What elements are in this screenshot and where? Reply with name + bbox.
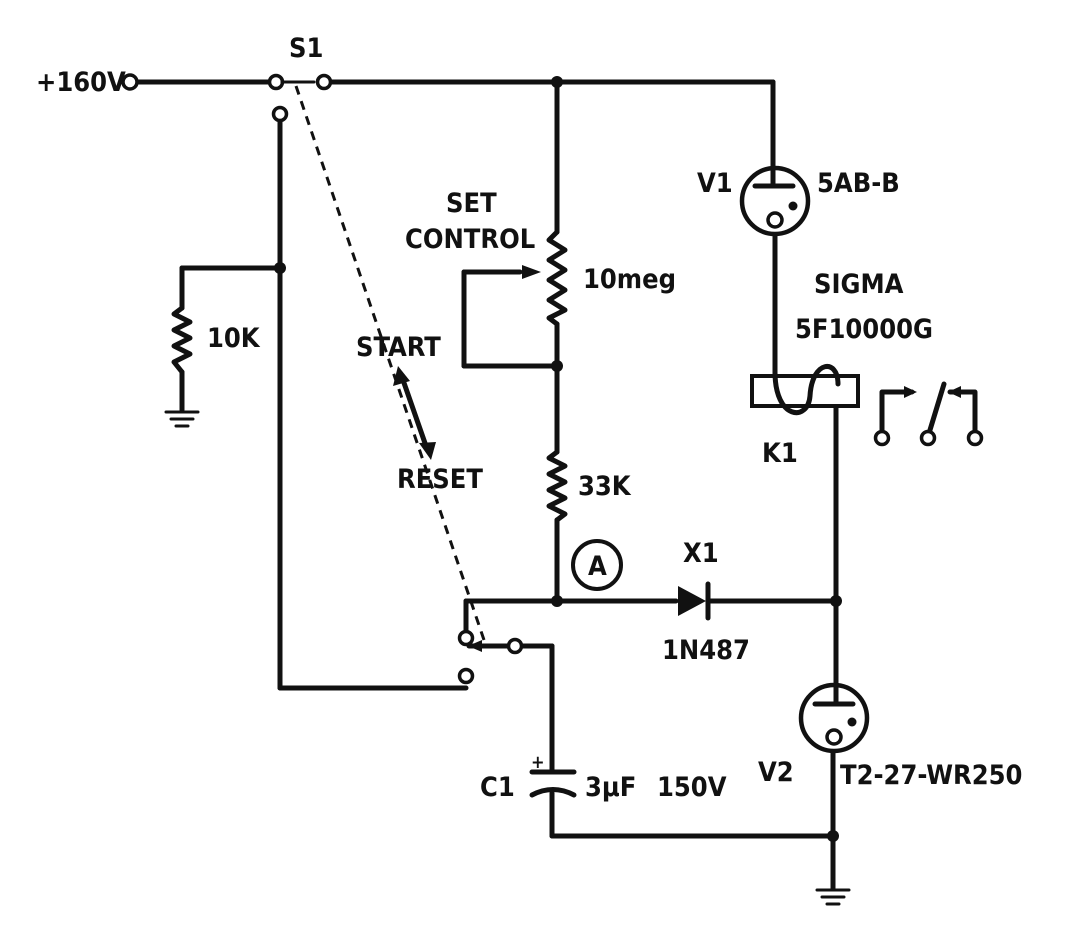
potentiometer-10meg — [546, 229, 568, 327]
v1-label: V1 — [697, 168, 733, 199]
c1-value-label: 3μF — [585, 772, 636, 803]
junction-dots — [274, 76, 842, 842]
c1-voltage-label: 150V — [657, 772, 727, 803]
v2-label: V2 — [758, 757, 794, 788]
set-control-label-line2: CONTROL — [405, 224, 535, 255]
x1-label: X1 — [683, 538, 719, 569]
test-point-a — [571, 539, 623, 591]
relay-k1-coil — [750, 364, 860, 415]
tube-v1 — [739, 163, 811, 237]
c1-label: C1 — [480, 772, 515, 803]
r1-value-label: 10K — [207, 323, 261, 354]
diode-x1 — [678, 581, 711, 621]
resistor-10k — [171, 305, 193, 375]
v1-part-label: 5AB-B — [817, 168, 900, 199]
s1-linkage — [294, 85, 486, 641]
relay-label-line1: SIGMA — [814, 269, 904, 300]
v2-part-label: T2-27-WR250 — [840, 760, 1022, 791]
ground-symbol — [164, 410, 200, 428]
supply-terminal — [121, 73, 139, 91]
reset-label: RESET — [397, 464, 483, 495]
relay-k1-contacts — [873, 381, 984, 447]
pot-value-label: 10meg — [583, 264, 676, 295]
tube-v2 — [798, 682, 870, 754]
r2-value-label: 33K — [578, 471, 632, 502]
s1-label: S1 — [289, 33, 323, 64]
set-control-label-line1: SET — [446, 188, 497, 219]
c1-polarity-label: + — [531, 752, 545, 773]
resistor-33k — [546, 449, 568, 523]
pot-wiper-arrow — [522, 265, 541, 279]
relay-label-line2: 5F10000G — [795, 314, 933, 345]
wires — [134, 79, 839, 891]
capacitor-c1 — [529, 769, 577, 798]
start-label: START — [356, 332, 441, 363]
ground-symbol — [815, 877, 851, 906]
supply-label: +160V — [36, 67, 126, 98]
test-point-label: A — [588, 551, 607, 582]
start-reset-arrow — [393, 366, 436, 460]
k1-label: K1 — [762, 438, 798, 469]
s1-switch — [267, 73, 524, 685]
x1-part-label: 1N487 — [662, 635, 750, 666]
